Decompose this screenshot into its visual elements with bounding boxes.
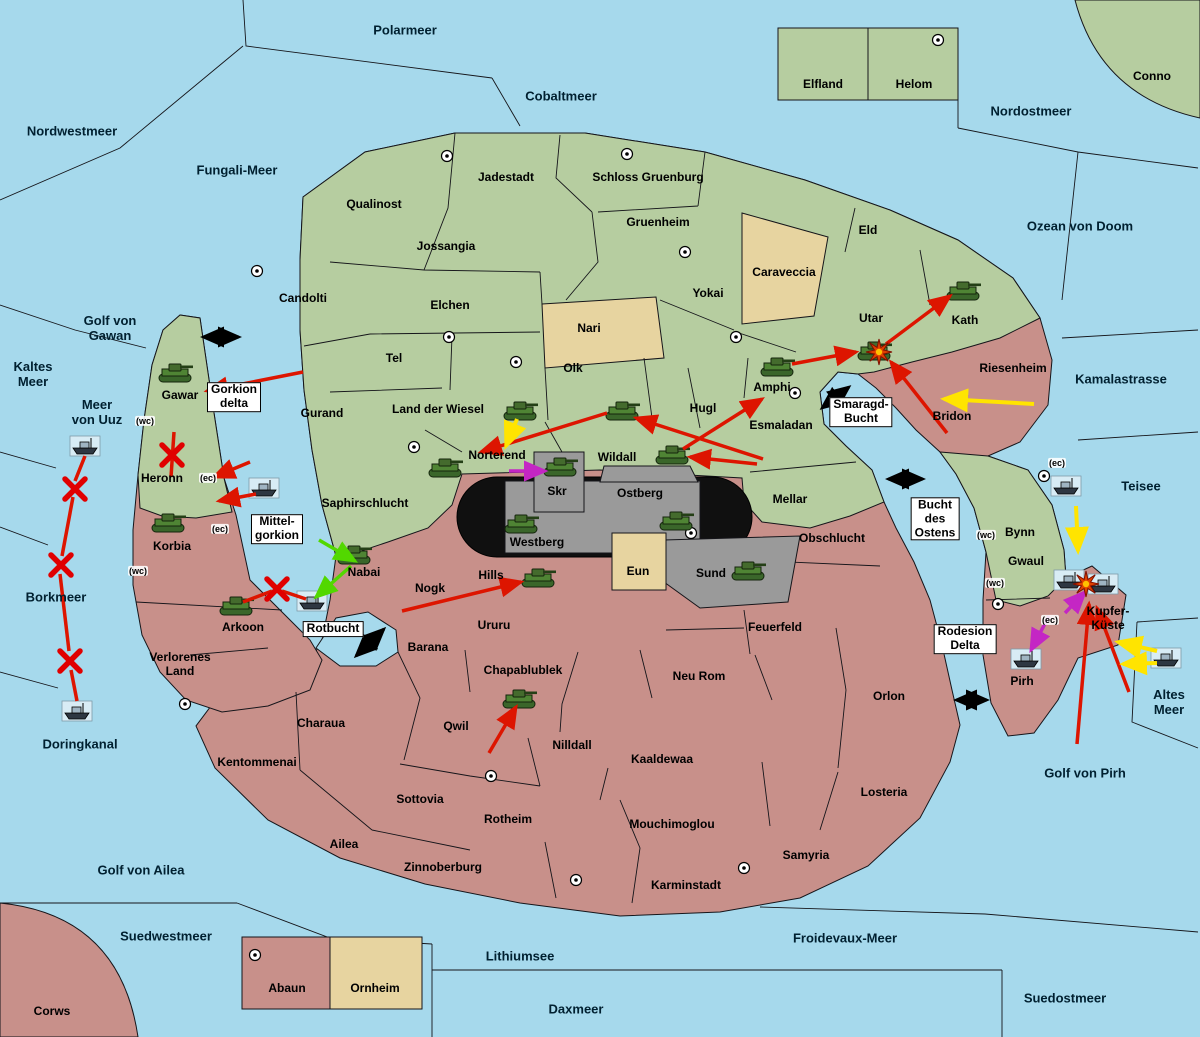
yellow-order-arrow (1119, 651, 1158, 676)
yellow-order-arrow (1114, 635, 1158, 660)
red-order-arrow (281, 589, 307, 601)
nari-region (541, 296, 665, 369)
army-tank-unit[interactable] (151, 513, 187, 533)
supply-center-dot (509, 355, 523, 369)
red-order-arrow (888, 359, 949, 435)
yellow-order-arrow (940, 388, 1035, 413)
army-tank-unit[interactable] (543, 457, 579, 477)
supply-center-dot (737, 861, 751, 875)
standoff-x-marker (267, 579, 287, 599)
battle-explosion-marker (865, 338, 893, 366)
supply-center-dot (250, 264, 264, 278)
red-order-arrow (686, 448, 758, 470)
red-order-arrow (1094, 604, 1131, 693)
red-order-arrow (60, 496, 75, 557)
fleet-ship-unit[interactable] (1050, 475, 1082, 497)
corws-island (0, 902, 139, 1037)
red-order-arrow (203, 370, 304, 398)
standoff-x-marker (51, 555, 71, 575)
red-order-arrow (242, 589, 273, 604)
army-tank-unit[interactable] (521, 568, 557, 588)
army-tank-unit[interactable] (760, 357, 796, 377)
army-tank-unit[interactable] (659, 511, 695, 531)
yellow-order-arrow (1064, 505, 1089, 555)
fleet-ship-unit[interactable] (296, 590, 328, 612)
red-order-arrow (884, 293, 953, 346)
magenta-order-arrow (1062, 589, 1088, 615)
east-arm-green-region (938, 451, 1067, 607)
supply-center-dot (931, 33, 945, 47)
red-order-arrow (487, 703, 518, 754)
eun-region (611, 532, 667, 591)
army-tank-unit[interactable] (504, 514, 540, 534)
battle-explosion-marker (1072, 570, 1100, 598)
supply-center-dot (569, 873, 583, 887)
army-tank-unit[interactable] (946, 281, 982, 301)
magenta-order-arrow (1029, 615, 1051, 654)
army-tank-unit[interactable] (502, 689, 538, 709)
supply-center-dot (620, 147, 634, 161)
supply-center-dot (729, 330, 743, 344)
army-tank-unit[interactable] (731, 561, 767, 581)
supply-center-dot (1037, 469, 1051, 483)
army-tank-unit[interactable] (503, 401, 539, 421)
red-order-arrow (791, 345, 860, 367)
army-tank-unit[interactable] (428, 458, 464, 478)
ornheim-box (329, 936, 423, 1010)
yellow-order-arrow (503, 418, 527, 450)
standoff-x-marker (60, 651, 80, 671)
supply-center-dot (678, 245, 692, 259)
red-order-arrow (1075, 600, 1098, 745)
fleet-ship-unit[interactable] (61, 700, 93, 722)
red-order-arrow (682, 397, 765, 451)
ostberg-north-region (599, 465, 699, 483)
supply-center-dot (248, 948, 262, 962)
black-order-arrow (819, 385, 852, 410)
territory-borders (135, 132, 1051, 904)
green-order-arrow (313, 564, 353, 600)
abaun-box (241, 936, 331, 1010)
fleet-ship-unit[interactable] (1010, 648, 1042, 670)
supply-center-dot (440, 149, 454, 163)
supply-center-dot (407, 440, 421, 454)
supply-center-dot (788, 386, 802, 400)
army-tank-unit[interactable] (158, 363, 194, 383)
fleet-ship-unit[interactable] (69, 435, 101, 457)
red-order-arrow (58, 573, 71, 652)
army-tank-unit[interactable] (605, 401, 641, 421)
red-order-arrow (69, 669, 79, 702)
standoff-x-marker (65, 479, 85, 499)
green-order-arrow (318, 538, 359, 563)
red-order-arrow (401, 576, 525, 613)
elfland-box (777, 27, 869, 101)
supply-center-dot (991, 597, 1005, 611)
supply-center-dot (484, 769, 498, 783)
supply-center-dot (178, 697, 192, 711)
caraveccia-region (741, 212, 829, 325)
red-order-arrow (210, 459, 251, 479)
red-order-arrow (477, 411, 608, 456)
red-order-arrow (215, 486, 257, 508)
black-order-arrow (353, 626, 387, 659)
red-order-arrow (73, 455, 87, 482)
supply-center-dot (442, 330, 456, 344)
